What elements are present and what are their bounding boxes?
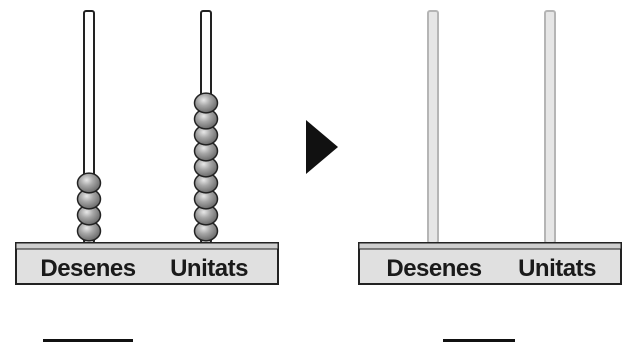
- right-tens-rod: [427, 10, 439, 244]
- left-units-bead: [193, 92, 219, 114]
- right-units-rod: [544, 10, 556, 244]
- left-tens-label: Desenes: [40, 255, 135, 282]
- left-abacus-base: [15, 242, 279, 285]
- left-answer-line[interactable]: [43, 339, 133, 342]
- right-tens-label: Desenes: [386, 255, 481, 282]
- left-units-beads: [193, 92, 219, 242]
- right-units-label: Unitats: [518, 255, 596, 282]
- left-units-label: Unitats: [170, 255, 248, 282]
- left-tens-beads: [76, 172, 102, 242]
- play-triangle-icon: [306, 120, 338, 174]
- left-tens-bead: [76, 172, 102, 194]
- right-answer-line[interactable]: [443, 339, 515, 342]
- left-abacus: Desenes Unitats: [15, 10, 279, 285]
- right-abacus: Desenes Unitats: [358, 10, 622, 285]
- right-abacus-base: [358, 242, 622, 285]
- right-abacus-base-top: [358, 242, 622, 250]
- left-abacus-base-top: [15, 242, 279, 250]
